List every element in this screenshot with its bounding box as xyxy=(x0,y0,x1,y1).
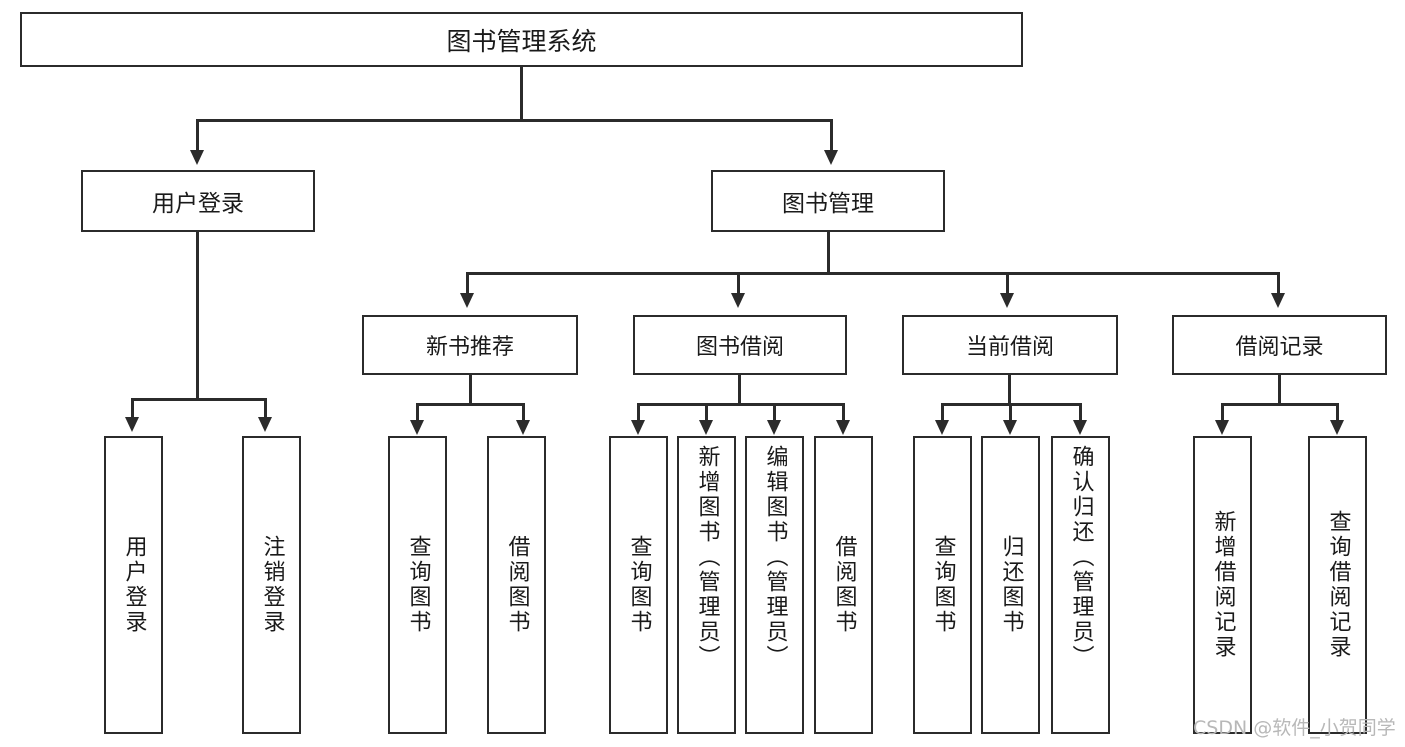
node-label: 图书管理系统 xyxy=(446,26,597,56)
node-current-borrow[interactable]: 当前借阅 xyxy=(902,315,1118,375)
node-user-login[interactable]: 用户登录 xyxy=(81,170,315,232)
connector-drop-cb-leaf-3 xyxy=(1079,403,1082,423)
leaf-user-login[interactable]: 用户登录 xyxy=(104,436,163,734)
connector-drop-nb-leaf-1 xyxy=(416,403,419,423)
connector-drop-bb-leaf-2 xyxy=(705,403,708,423)
node-label: 用户登录 xyxy=(152,191,244,217)
arrowhead-current-borrow xyxy=(1000,293,1014,308)
node-root-system[interactable]: 图书管理系统 xyxy=(20,12,1023,67)
arrowhead-leaf-user-login xyxy=(125,417,139,432)
leaf-label: 编辑图书（管理员） xyxy=(762,445,788,670)
arrowhead-bb-leaf-1 xyxy=(631,420,645,435)
connector-user-login-bus xyxy=(131,398,266,401)
leaf-label: 归还图书 xyxy=(998,535,1024,635)
arrowhead-bb-leaf-3 xyxy=(767,420,781,435)
connector-drop-cb-leaf-2 xyxy=(1009,403,1012,423)
leaf-add-book-admin[interactable]: 新增图书（管理员） xyxy=(677,436,736,734)
arrowhead-nb-leaf-1 xyxy=(410,420,424,435)
arrowhead-bb-leaf-2 xyxy=(699,420,713,435)
connector-drop-br-leaf-2 xyxy=(1336,403,1339,423)
node-book-borrow[interactable]: 图书借阅 xyxy=(633,315,847,375)
leaf-edit-book-admin[interactable]: 编辑图书（管理员） xyxy=(745,436,804,734)
arrowhead-borrow-records xyxy=(1271,293,1285,308)
node-borrow-records[interactable]: 借阅记录 xyxy=(1172,315,1387,375)
node-new-book-recommend[interactable]: 新书推荐 xyxy=(362,315,578,375)
leaf-label: 查询图书 xyxy=(405,535,431,635)
arrowhead-br-leaf-2 xyxy=(1330,420,1344,435)
arrowhead-book-manage xyxy=(824,150,838,165)
arrowhead-bb-leaf-4 xyxy=(836,420,850,435)
leaf-label: 查询借阅记录 xyxy=(1325,510,1351,660)
node-label: 借阅记录 xyxy=(1235,335,1324,360)
connector-drop-leaf-logout xyxy=(264,398,267,420)
node-label: 图书管理 xyxy=(782,191,874,217)
arrowhead-book-borrow xyxy=(731,293,745,308)
leaf-label: 确认归还（管理员） xyxy=(1068,445,1094,670)
node-label: 新书推荐 xyxy=(425,335,514,360)
connector-root-stem xyxy=(520,67,523,121)
node-label: 当前借阅 xyxy=(965,335,1054,360)
connector-new-book-bus xyxy=(416,403,524,406)
arrowhead-cb-leaf-2 xyxy=(1003,420,1017,435)
arrowhead-cb-leaf-3 xyxy=(1073,420,1087,435)
leaf-label: 查询图书 xyxy=(626,535,652,635)
connector-drop-book-borrow xyxy=(737,272,740,296)
leaf-label: 注销登录 xyxy=(259,535,285,635)
leaf-label: 借阅图书 xyxy=(504,535,530,635)
leaf-label: 用户登录 xyxy=(121,535,147,635)
arrowhead-nb-leaf-2 xyxy=(516,420,530,435)
leaf-logout[interactable]: 注销登录 xyxy=(242,436,301,734)
leaf-query-book-current[interactable]: 查询图书 xyxy=(913,436,972,734)
leaf-label: 新增图书（管理员） xyxy=(694,445,720,670)
leaf-add-borrow-record[interactable]: 新增借阅记录 xyxy=(1193,436,1252,734)
connector-drop-user-login xyxy=(196,119,199,153)
arrowhead-user-login xyxy=(190,150,204,165)
leaf-label: 查询图书 xyxy=(930,535,956,635)
leaf-return-book[interactable]: 归还图书 xyxy=(981,436,1040,734)
connector-drop-bb-leaf-4 xyxy=(842,403,845,423)
connector-borrow-records-bus xyxy=(1221,403,1338,406)
connector-drop-current-borrow xyxy=(1006,272,1009,296)
leaf-query-book-borrow[interactable]: 查询图书 xyxy=(609,436,668,734)
connector-drop-nb-leaf-2 xyxy=(522,403,525,423)
leaf-borrow-book-recommend[interactable]: 借阅图书 xyxy=(487,436,546,734)
connector-level2-bus xyxy=(196,119,833,122)
connector-drop-borrow-records xyxy=(1277,272,1280,296)
connector-drop-book-manage xyxy=(830,119,833,153)
leaf-query-borrow-record[interactable]: 查询借阅记录 xyxy=(1308,436,1367,734)
arrowhead-cb-leaf-1 xyxy=(935,420,949,435)
connector-current-borrow-stem xyxy=(1008,375,1011,405)
connector-new-book-stem xyxy=(469,375,472,405)
arrowhead-leaf-logout xyxy=(258,417,272,432)
connector-borrow-records-stem xyxy=(1278,375,1281,405)
arrowhead-br-leaf-1 xyxy=(1215,420,1229,435)
connector-drop-bb-leaf-3 xyxy=(773,403,776,423)
leaf-label: 借阅图书 xyxy=(831,535,857,635)
node-book-management[interactable]: 图书管理 xyxy=(711,170,945,232)
arrowhead-new-book xyxy=(460,293,474,308)
connector-drop-leaf-user-login xyxy=(131,398,134,420)
leaf-label: 新增借阅记录 xyxy=(1210,510,1236,660)
connector-drop-new-book xyxy=(466,272,469,296)
connector-drop-bb-leaf-1 xyxy=(637,403,640,423)
connector-level3-bus xyxy=(466,272,1280,275)
connector-book-borrow-stem xyxy=(738,375,741,405)
leaf-confirm-return-admin[interactable]: 确认归还（管理员） xyxy=(1051,436,1110,734)
connector-drop-br-leaf-1 xyxy=(1221,403,1224,423)
leaf-query-book-recommend[interactable]: 查询图书 xyxy=(388,436,447,734)
connector-book-borrow-bus xyxy=(637,403,844,406)
node-label: 图书借阅 xyxy=(695,335,784,360)
leaf-borrow-book[interactable]: 借阅图书 xyxy=(814,436,873,734)
connector-book-manage-stem xyxy=(827,232,830,274)
connector-user-login-stem xyxy=(196,232,199,400)
connector-drop-cb-leaf-1 xyxy=(941,403,944,423)
watermark: CSDN @软件_小贺同学 xyxy=(1193,717,1396,739)
